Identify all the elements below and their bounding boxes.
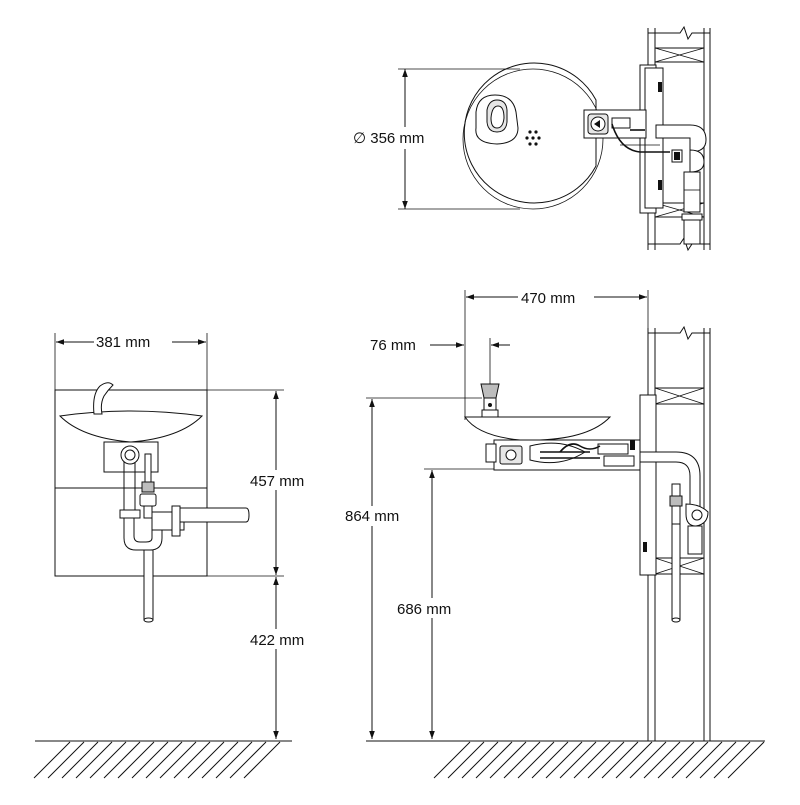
dim-depth-470: 470 mm — [521, 290, 575, 307]
side-basin — [464, 383, 612, 441]
dim-height-457: 457 mm — [250, 473, 304, 490]
floor-hatch-line — [503, 741, 541, 779]
floor-hatch-line — [587, 741, 625, 779]
floor-hatch-line — [117, 741, 155, 779]
side-height-dimensions: 864 mm 686 mm — [342, 397, 494, 739]
dim-offset-76: 76 mm — [370, 337, 416, 354]
floor-hatch-line — [643, 741, 681, 779]
floor-hatch-line — [103, 741, 141, 779]
front-floor — [33, 740, 292, 779]
floor-hatch-line — [545, 741, 583, 779]
width-dimension: 381 mm — [54, 332, 208, 390]
floor-hatch-line — [243, 741, 281, 779]
depth-dimension: 470 mm — [464, 287, 649, 420]
floor-hatch-line — [47, 741, 85, 779]
floor-hatch-line — [145, 741, 183, 779]
floor-hatch-line — [173, 741, 211, 779]
floor-hatch-line — [629, 741, 667, 779]
floor-hatch-line — [33, 741, 71, 779]
bubbler-offset-dimension: 76 mm — [370, 337, 510, 384]
floor-hatch-line — [657, 741, 695, 779]
floor-hatch-line — [573, 741, 611, 779]
floor-hatch-line — [433, 741, 471, 779]
floor-hatch-line — [713, 741, 751, 779]
floor-hatch-line — [447, 741, 485, 779]
floor-hatch-line — [615, 741, 653, 779]
front-height-dimensions: 457 mm 422 mm — [207, 389, 323, 739]
floor-hatch-line — [531, 741, 569, 779]
floor-hatch-line — [187, 741, 225, 779]
top-plumbing — [583, 109, 707, 245]
dim-height-864: 864 mm — [345, 508, 399, 525]
side-plumbing — [485, 439, 709, 623]
floor-hatch-line — [201, 741, 239, 779]
floor-hatch-line — [461, 741, 499, 779]
dim-height-686: 686 mm — [397, 601, 451, 618]
floor-hatch-line — [671, 741, 709, 779]
floor-hatch-line — [159, 741, 197, 779]
top-basin — [462, 62, 604, 210]
top-wall — [639, 25, 711, 252]
drain-holes — [525, 130, 541, 146]
floor-hatch-line — [131, 741, 169, 779]
floor-hatch-line — [215, 741, 253, 779]
floor-hatch-line — [489, 741, 527, 779]
floor-hatch-line — [601, 741, 639, 779]
floor-hatch-line — [89, 741, 127, 779]
dim-diameter-356: ∅ 356 mm — [353, 130, 424, 147]
floor-hatch-line — [699, 741, 737, 779]
dim-width-381: 381 mm — [96, 334, 150, 351]
floor-hatch-line — [229, 741, 267, 779]
front-plumbing — [119, 445, 250, 623]
floor-hatch-line — [75, 741, 113, 779]
floor-hatch-line — [475, 741, 513, 779]
floor-hatch-line — [517, 741, 555, 779]
front-view: 381 mm — [33, 332, 323, 779]
side-view: 470 mm 76 mm 864 mm 686 mm — [342, 287, 765, 779]
top-view: ∅ 356 mm — [350, 25, 711, 252]
side-floor — [366, 740, 765, 779]
floor-hatch-line — [559, 741, 597, 779]
floor-hatch-line — [685, 741, 723, 779]
floor-hatch-line — [61, 741, 99, 779]
dim-height-422: 422 mm — [250, 632, 304, 649]
diameter-dimension: ∅ 356 mm — [350, 68, 520, 210]
floor-hatch-line — [727, 741, 765, 779]
